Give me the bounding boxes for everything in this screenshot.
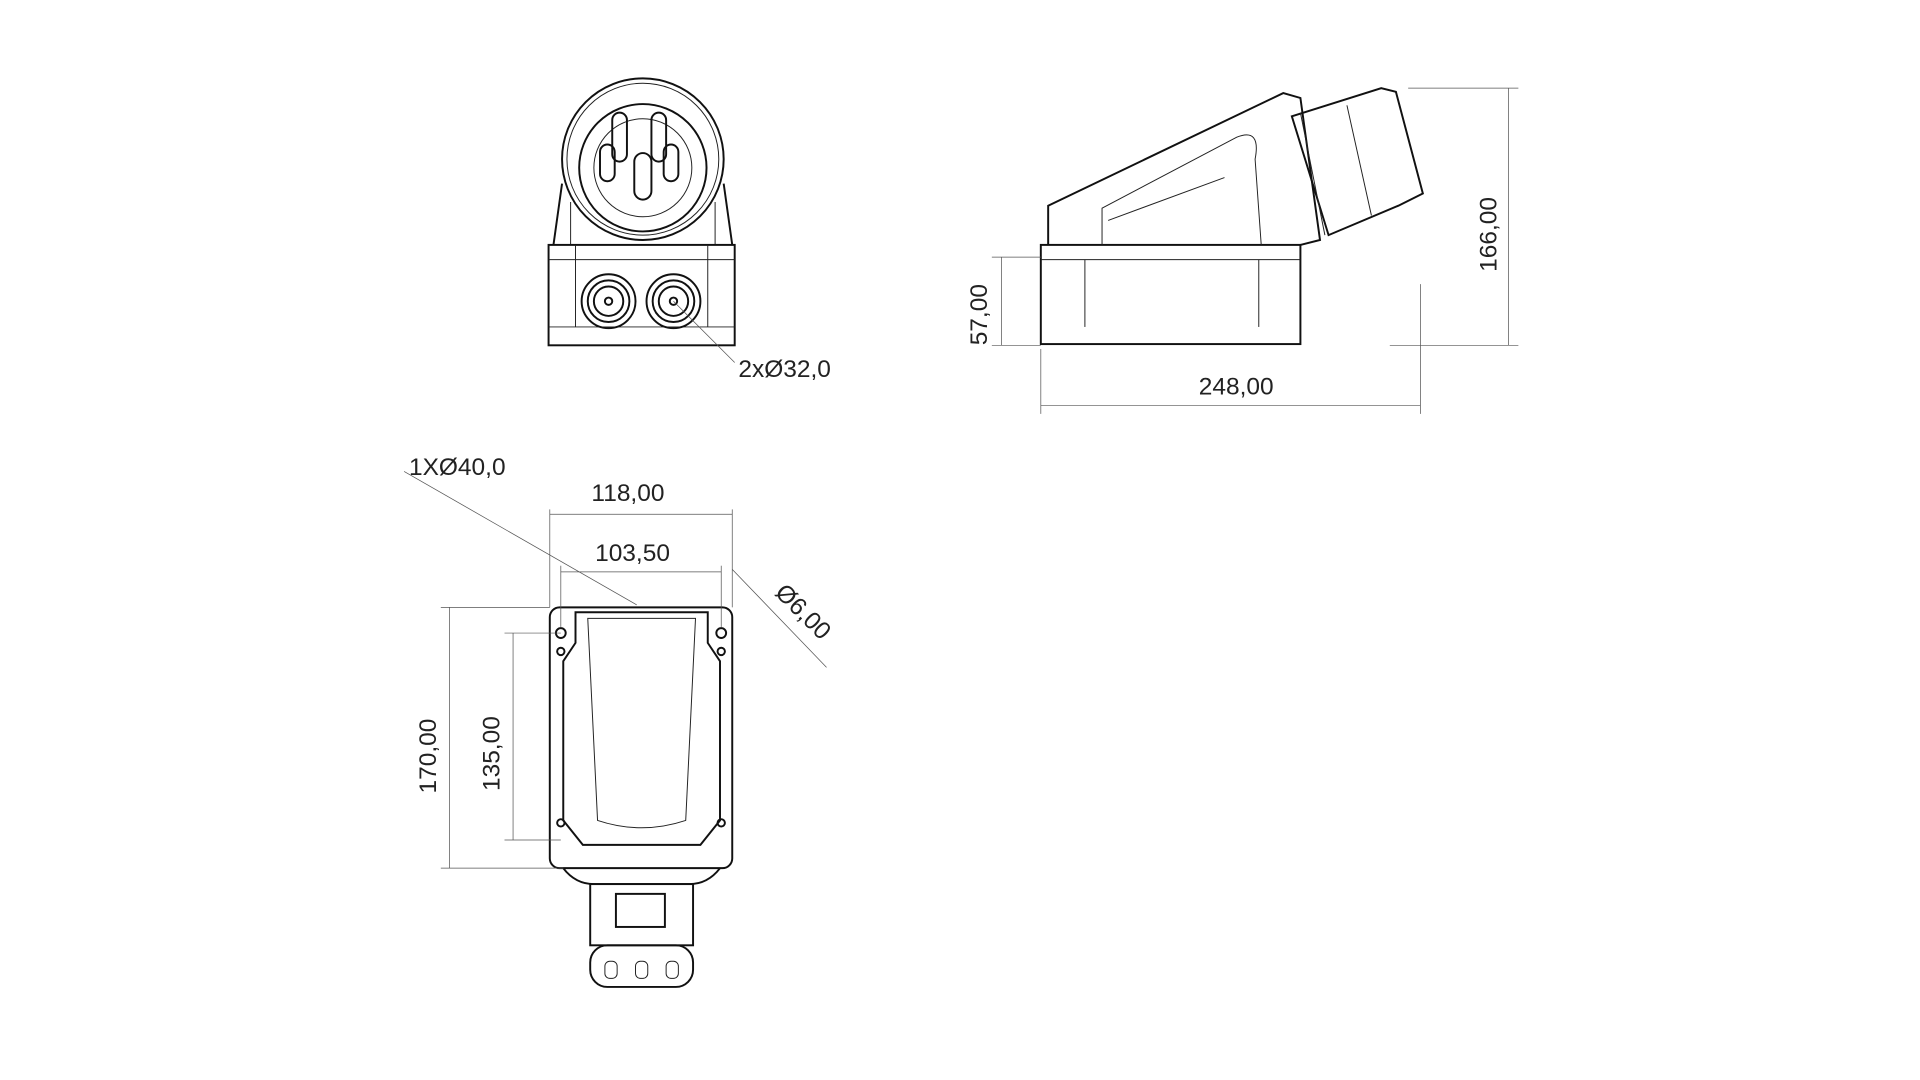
dim-depth-outer: 170,00: [415, 606, 564, 869]
side-view: 166,00 57,00 248,00: [966, 87, 1519, 414]
cable-gland-right: [645, 273, 702, 330]
length-label: 248,00: [1199, 373, 1274, 400]
height-base-label: 57,00: [966, 284, 993, 345]
top-view: 1XØ40,0 118,00 103,50 Ø6,00 170,00: [403, 454, 836, 988]
dim-entry: 1XØ40,0: [403, 454, 637, 606]
dim-height-base: 57,00: [966, 256, 1041, 346]
dim-width-outer: 118,00: [549, 480, 733, 608]
entry-label: 1XØ40,0: [409, 454, 506, 481]
depth-holes-label: 135,00: [479, 716, 506, 791]
cable-gland-left: [580, 273, 637, 330]
gland-dimension: 2xØ32,0: [738, 356, 831, 383]
dim-depth-holes: 135,00: [479, 632, 561, 841]
hole-label: Ø6,00: [770, 579, 836, 645]
height-total-label: 166,00: [1475, 197, 1502, 272]
dim-height-total: 166,00: [1389, 87, 1519, 346]
dim-length: 248,00: [1040, 284, 1421, 414]
width-outer-label: 118,00: [591, 480, 664, 507]
width-holes-label: 103,50: [595, 540, 670, 567]
dim-hole: Ø6,00: [731, 569, 836, 668]
front-view: 2xØ32,0: [547, 77, 831, 383]
dim-width-holes: 103,50: [560, 540, 722, 627]
depth-outer-label: 170,00: [415, 719, 442, 794]
